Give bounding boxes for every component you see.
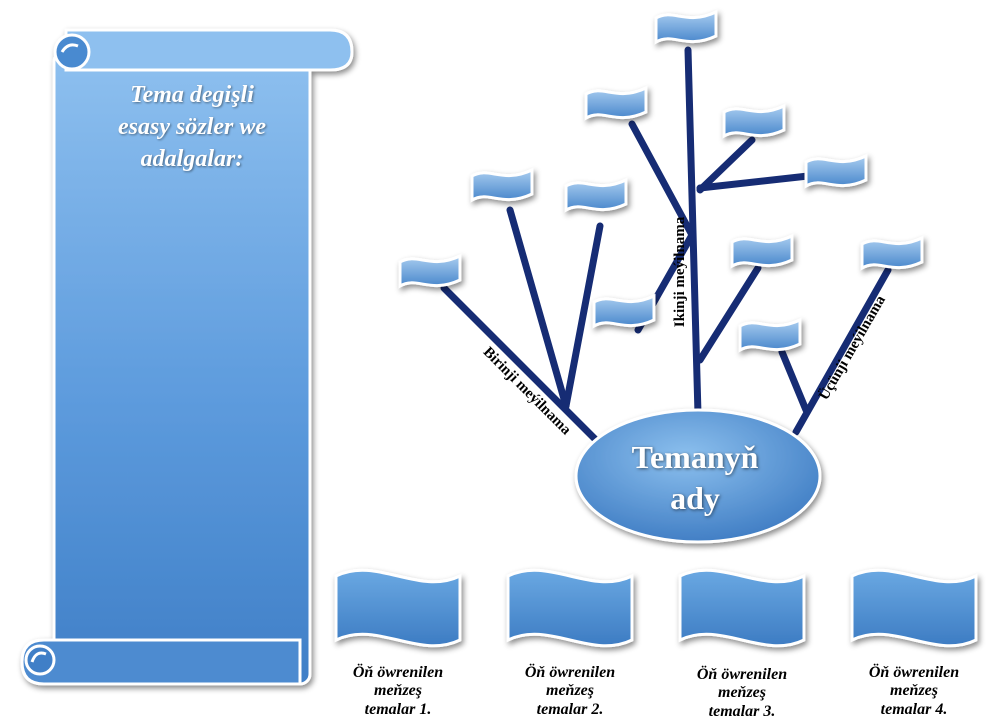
- flag-10: [860, 235, 924, 271]
- prior-topic-1-line-3: temalar 1.: [364, 700, 432, 718]
- prior-topic-1-line-2: meňzeş: [374, 682, 422, 700]
- keywords-heading: Tema degişli esasy sözler we adalgalar:: [78, 80, 306, 176]
- banner-4: [850, 568, 978, 648]
- branch-lines: [440, 46, 892, 450]
- topic-name: Temanyň ady: [610, 437, 780, 519]
- prior-topic-1-line-1: Öň öwrenilen: [352, 664, 444, 681]
- prior-topic-3-line-1: Öň öwrenilen: [696, 666, 788, 683]
- topic-name-line-2: ady: [670, 479, 720, 516]
- flag-11: [738, 317, 802, 353]
- flag-5: [584, 85, 648, 121]
- branch-label-3: Üçünji meýilnama: [815, 292, 889, 403]
- keywords-line-1: Tema degişli: [130, 82, 254, 108]
- prior-topic-2-line-2: meňzeş: [546, 682, 594, 700]
- flag-placeholders: [398, 9, 924, 353]
- topic-name-line-1: Temanyň: [631, 439, 759, 475]
- banner-3: [678, 568, 806, 648]
- keywords-scroll: [20, 28, 354, 686]
- prior-topic-label-2: Öň öwrenilen meňzeş temalar 2.: [495, 664, 645, 719]
- flag-9: [730, 233, 794, 269]
- prior-topic-4-line-3: temalar 4.: [880, 700, 948, 718]
- prior-topic-2-line-1: Öň öwrenilen: [524, 664, 616, 681]
- prior-topic-3-line-2: meňzeş: [718, 684, 766, 702]
- flag-2: [470, 167, 534, 203]
- prior-topic-banners: [334, 568, 978, 648]
- prior-topic-3-line-3: temalar 3.: [708, 702, 776, 720]
- flag-3: [564, 177, 628, 213]
- banner-2: [506, 568, 634, 648]
- flag-4: [592, 293, 656, 329]
- prior-topic-2-line-3: temalar 2.: [536, 700, 604, 718]
- keywords-line-3: adalgalar:: [140, 145, 244, 172]
- keywords-line-2: esasy sözler we: [118, 113, 266, 140]
- prior-topic-4-line-2: meňzeş: [890, 682, 938, 700]
- banner-1: [334, 568, 462, 648]
- topic-name-ellipse: [574, 408, 822, 544]
- branch-label-2: Ikinji meýilnama: [672, 216, 688, 327]
- flag-8: [804, 153, 868, 189]
- prior-topic-label-3: Öň öwrenilen meňzeş temalar 3.: [667, 666, 817, 721]
- prior-topic-label-1: Öň öwrenilen meňzeş temalar 1.: [323, 664, 473, 719]
- prior-topic-label-4: Öň öwrenilen meňzeş temalar 4.: [839, 664, 989, 719]
- prior-topic-4-line-1: Öň öwrenilen: [868, 664, 960, 681]
- flag-6: [654, 9, 718, 45]
- flag-1: [398, 253, 462, 289]
- flag-7: [722, 103, 786, 139]
